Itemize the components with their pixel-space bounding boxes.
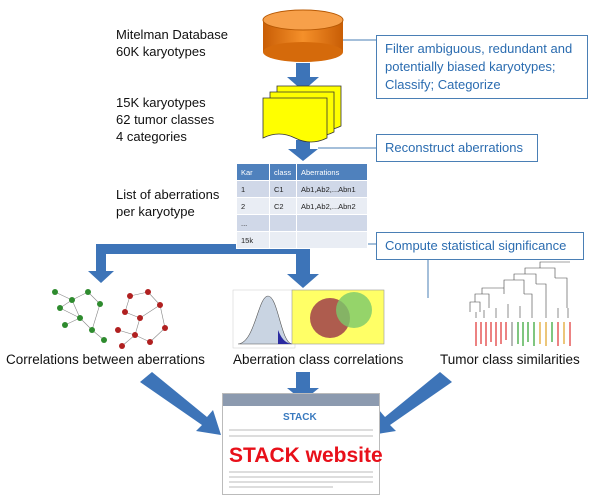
table-row: ... [236, 214, 368, 232]
arrow-right-to-website [371, 372, 452, 435]
table-row: 15k [236, 231, 368, 249]
table-cell: Ab1,Ab2,...Abn2 [296, 197, 368, 215]
filter-process-box: Filter ambiguous, redundant and potentia… [376, 35, 588, 99]
documents-icon [262, 85, 342, 143]
website-content-lines [229, 429, 373, 488]
browser-toolbar [223, 394, 379, 406]
significance-process-box: Compute statistical significance [376, 232, 584, 260]
table-cell [269, 214, 297, 232]
arrow-to-left-branch [88, 244, 303, 283]
arrow-left-to-website [140, 372, 221, 435]
dendrogram-icon [469, 261, 570, 318]
website-label: STACK website [229, 444, 383, 467]
table-row: 2 C2 Ab1,Ab2,...Abn2 [236, 197, 368, 215]
website-logo: STACK [283, 412, 317, 423]
table-cell: Ab1,Ab2,...Abn1 [296, 180, 368, 198]
distribution-icon [232, 289, 296, 349]
arrow-table-to-center [287, 244, 319, 288]
network-green-icon [52, 289, 107, 343]
table-cell: ... [236, 214, 270, 232]
table-cell: C2 [269, 197, 297, 215]
table-header-kar: Kar [236, 163, 270, 181]
table-cell [296, 231, 368, 249]
stage-database-label: Mitelman Database 60K karyotypes [116, 27, 228, 59]
table-header-aberrations: Aberrations [296, 163, 368, 181]
stack-website-screenshot: STACK STACK website [222, 393, 383, 495]
arrow-db-to-docs [287, 63, 319, 91]
table-cell [269, 231, 297, 249]
table-cell: C1 [269, 180, 297, 198]
table-cell: 15k [236, 231, 270, 249]
stage-aberrations-label: List of aberrations per karyotype [116, 187, 220, 219]
database-icon [262, 9, 344, 62]
similarities-caption: Tumor class similarities [440, 352, 580, 367]
table-cell: 2 [236, 197, 270, 215]
correlations-caption: Correlations between aberrations [6, 352, 205, 367]
dendrogram-labels-icon [475, 322, 571, 346]
venn-diagram-icon [291, 289, 385, 345]
reconstruct-process-box: Reconstruct aberrations [376, 134, 538, 162]
table-header-class: class [269, 163, 297, 181]
network-red-icon [115, 289, 168, 349]
table-cell: 1 [236, 180, 270, 198]
table-row: 1 C1 Ab1,Ab2,...Abn1 [236, 180, 368, 198]
karyotype-table: Kar class Aberrations 1 C1 Ab1,Ab2,...Ab… [236, 163, 368, 249]
arrow-docs-to-table [288, 140, 318, 161]
stage-filtered-label: 15K karyotypes 62 tumor classes 4 catego… [116, 95, 215, 144]
table-cell [296, 214, 368, 232]
class-correlations-caption: Aberration class correlations [233, 352, 404, 367]
